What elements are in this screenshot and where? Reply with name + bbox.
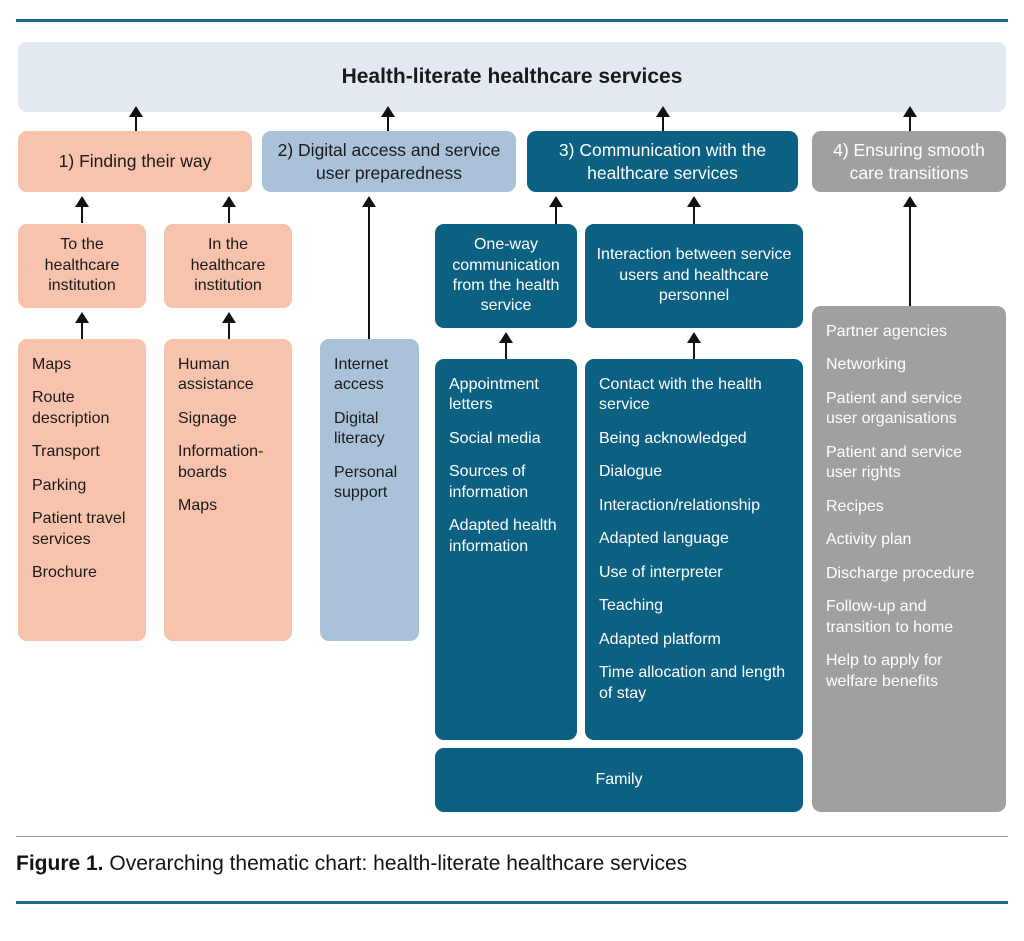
list-item: Discharge procedure (826, 564, 975, 582)
list-item: Human assistance (178, 356, 254, 394)
subtheme-label: To the healthcare institution (44, 236, 120, 295)
list-item: Digital literacy (334, 409, 385, 448)
subtheme-box-interaction-service-users[interactable]: Interaction between service users and he… (585, 224, 803, 328)
theme-box-digital-access[interactable]: 2) Digital access and service user prepa… (262, 131, 516, 192)
list-item: Time allocation and length of stay (599, 664, 786, 702)
list-item: Maps (32, 356, 72, 373)
list-item: Activity plan (826, 531, 912, 549)
list-item: Contact with the health service (599, 376, 762, 414)
list-item: Teaching (599, 597, 664, 615)
list-item: Patient and service user rights (826, 443, 963, 482)
list-item: Recipes (826, 497, 884, 515)
subtheme-label: In the healthcare institution (190, 236, 266, 295)
figure-caption-label: Figure 1. (16, 852, 104, 875)
item-group-to-the-healthcare-institution: Maps Route description Transport Parking… (18, 339, 146, 641)
subtheme-box-in-the-healthcare-institution[interactable]: In the healthcare institution (164, 224, 292, 308)
figure-caption-text: Overarching thematic chart: health-liter… (103, 852, 688, 875)
figure-caption: Figure 1. Overarching thematic chart: he… (16, 852, 1008, 876)
theme-box-care-transitions[interactable]: 4) Ensuring smooth care transitions (812, 131, 1006, 192)
caption-separator (16, 836, 1008, 837)
top-rule (16, 19, 1008, 22)
list-item: Personal support (334, 463, 398, 502)
list-item: Signage (178, 409, 237, 427)
item-group-interaction-service-users: Contact with the health service Being ac… (585, 359, 803, 740)
list-item: Appointment letters (449, 376, 539, 414)
list-item: Networking (826, 356, 907, 374)
theme-label: 1) Finding their way (58, 151, 212, 172)
subtheme-label: One-way communication from the health se… (452, 236, 560, 315)
arrow-sub3-to-theme3 (549, 196, 563, 224)
list-item: Dialogue (599, 463, 663, 481)
theme-label: 3) Communication with the healthcare ser… (558, 140, 767, 183)
subtheme-box-to-the-healthcare-institution[interactable]: To the healthcare institution (18, 224, 146, 308)
list-item: Follow-up and transition to home (826, 598, 954, 636)
list-item: Adapted platform (599, 630, 721, 648)
arrow-theme2-to-header (381, 106, 395, 132)
theme-label: 4) Ensuring smooth care transitions (833, 140, 985, 183)
list-item: Route description (32, 389, 110, 427)
arrow-sub2-to-theme1 (222, 196, 236, 223)
subtheme-label: Interaction between service users and he… (596, 246, 792, 305)
item-group-in-the-healthcare-institution: Human assistance Signage Information-boa… (164, 339, 292, 641)
subtheme-box-one-way-communication[interactable]: One-way communication from the health se… (435, 224, 577, 328)
list-item: Adapted language (599, 530, 729, 548)
list-item: Information-boards (178, 443, 264, 481)
list-item: Help to apply for welfare benefits (826, 652, 943, 690)
list-item: Transport (32, 443, 100, 461)
list-item: Use of interpreter (599, 563, 723, 581)
list-item: Adapted health information (449, 517, 557, 555)
arrow-theme1-to-header (129, 106, 143, 132)
theme-label: 2) Digital access and service user prepa… (277, 140, 501, 183)
list-item: Interaction/relationship (599, 496, 760, 514)
list-item: Being acknowledged (599, 429, 747, 447)
theme-box-finding-their-way[interactable]: 1) Finding their way (18, 131, 252, 192)
list-item: Sources of information (449, 463, 529, 501)
theme-box-communication[interactable]: 3) Communication with the healthcare ser… (527, 131, 798, 192)
list-item: Brochure (32, 564, 97, 582)
arrow-sub1-to-theme1 (75, 196, 89, 223)
arrow-items6-to-theme4 (903, 196, 917, 306)
list-item: Patient travel services (32, 510, 126, 548)
list-item: Social media (449, 429, 541, 447)
arrow-theme3-to-header (656, 106, 670, 132)
arrow-items2-to-sub2 (222, 312, 236, 339)
arrow-items1-to-sub1 (75, 312, 89, 339)
header-title: Health-literate healthcare services (341, 64, 683, 88)
arrow-items4-to-sub3 (499, 332, 513, 359)
list-item: Patient and service user organisations (826, 389, 963, 428)
list-item: Maps (178, 497, 218, 515)
arrow-sub4-to-theme3 (687, 196, 701, 224)
arrow-items5-to-sub4 (687, 332, 701, 359)
list-item: Internet access (334, 356, 389, 394)
list-item: Parking (32, 476, 87, 494)
family-box[interactable]: Family (435, 748, 803, 812)
item-group-care-transitions: Partner agencies Networking Patient and … (812, 306, 1006, 812)
arrow-items3-to-theme2 (362, 196, 376, 340)
item-group-digital-access: Internet access Digital literacy Persona… (320, 339, 419, 641)
item-group-one-way-communication: Appointment letters Social media Sources… (435, 359, 577, 740)
arrow-theme4-to-header (903, 106, 917, 132)
bottom-rule (16, 901, 1008, 904)
list-item: Partner agencies (826, 323, 947, 340)
family-label: Family (595, 770, 643, 788)
header-box: Health-literate healthcare services (18, 42, 1006, 112)
